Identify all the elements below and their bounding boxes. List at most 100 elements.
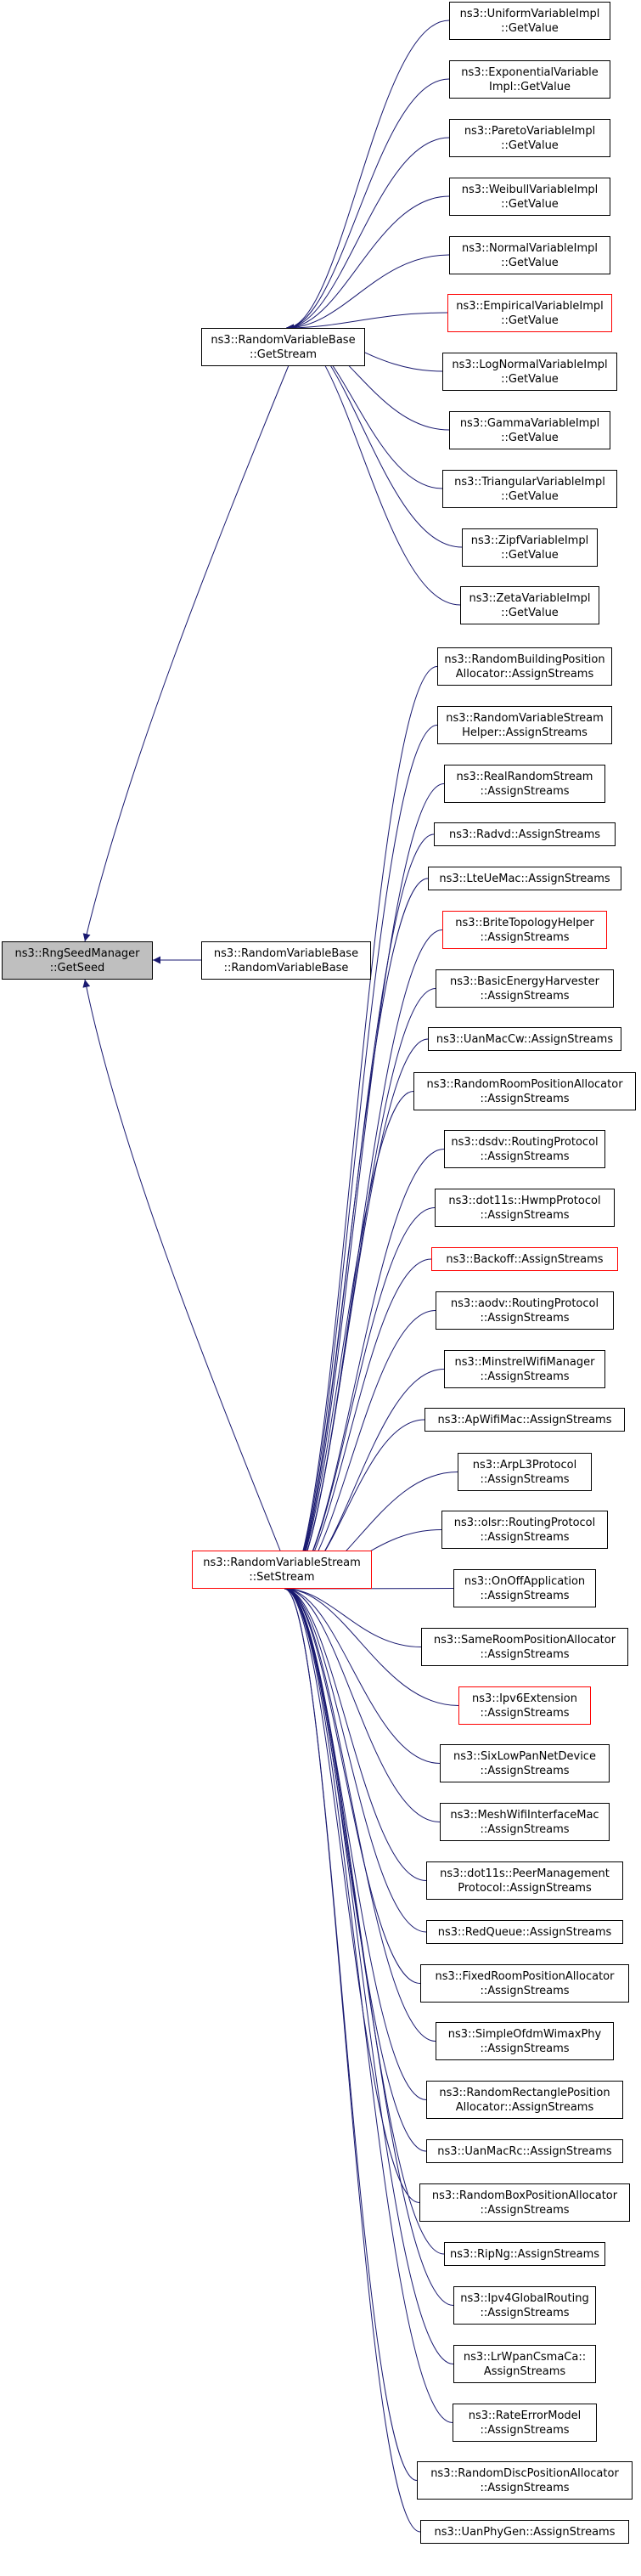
node-onoffapplication-assignstreams[interactable]: ns3::OnOffApplication::AssignStreams [453,1569,596,1607]
node-label-line1: ns3::dot11s::HwmpProtocol [448,1194,601,1207]
node-label-line1: ns3::dot11s::PeerManagement [440,1867,610,1880]
node-randomvariablebase-randomvariablebase[interactable]: ns3::RandomVariableBase::RandomVariableB… [201,941,371,980]
node-dsdv-routingprotocol-assignstreams[interactable]: ns3::dsdv::RoutingProtocol::AssignStream… [444,1130,605,1168]
node-meshwifiinterfacemac-assignstreams[interactable]: ns3::MeshWifiInterfaceMac::AssignStreams [440,1803,610,1841]
node-label-line2: ::GetValue [501,606,559,619]
node-label-line1: ns3::MeshWifiInterfaceMac [450,1808,599,1822]
node-randomroompositionallocator-assignstreams[interactable]: ns3::RandomRoomPositionAllocator::Assign… [413,1072,636,1110]
node-label-line1: ns3::ParetoVariableImpl [464,124,596,138]
node-minstrelwifimanager-assignstreams[interactable]: ns3::MinstrelWifiManager::AssignStreams [444,1350,605,1388]
node-backoff-assignstreams[interactable]: ns3::Backoff::AssignStreams [431,1247,618,1271]
node-label-line1: ns3::TriangularVariableImpl [454,475,605,489]
node-label-line1: ns3::Ipv6Extension [472,1692,577,1705]
node-zipfvariableimpl-getvalue[interactable]: ns3::ZipfVariableImpl::GetValue [462,528,598,567]
node-apwifimac-assignstreams[interactable]: ns3::ApWifiMac::AssignStreams [425,1408,625,1432]
node-lrwpancsmaca-assignstreams[interactable]: ns3::LrWpanCsmaCa::AssignStreams [453,2345,596,2383]
node-ipv6extension-assignstreams[interactable]: ns3::Ipv6Extension::AssignStreams [458,1686,591,1725]
node-label-line1: ns3::RandomVariableStream [446,711,604,725]
node-label-line1: ns3::NormalVariableImpl [461,241,599,255]
node-rateerrormodel-assignstreams[interactable]: ns3::RateErrorModel::AssignStreams [453,2404,597,2442]
node-weibullvariableimpl-getvalue[interactable]: ns3::WeibullVariableImpl::GetValue [449,178,610,216]
node-sameroompositionallocator-assignstreams[interactable]: ns3::SameRoomPositionAllocator::AssignSt… [421,1628,628,1666]
edge-setstream-caller [284,1585,427,2100]
node-randomvariablestream-setstream[interactable]: ns3::RandomVariableStream::SetStream [192,1551,372,1589]
node-label-line1: ns3::RandomVariableBase [211,333,356,347]
node-realrandomstream-assignstreams[interactable]: ns3::RealRandomStream::AssignStreams [444,765,605,803]
node-redqueue-assignstreams[interactable]: ns3::RedQueue::AssignStreams [426,1920,623,1944]
node-uanmaccw-assignstreams[interactable]: ns3::UanMacCw::AssignStreams [428,1027,621,1051]
node-triangularvariableimpl-getvalue[interactable]: ns3::TriangularVariableImpl::GetValue [442,470,617,508]
node-label-line1: ns3::dsdv::RoutingProtocol [451,1135,599,1149]
node-randomvariablebase-getstream[interactable]: ns3::RandomVariableBase::GetStream [201,328,365,366]
node-lognormalvariableimpl-getvalue[interactable]: ns3::LogNormalVariableImpl::GetValue [442,353,617,391]
node-uanmacrc-assignstreams[interactable]: ns3::UanMacRc::AssignStreams [426,2139,623,2163]
node-label-line1: ns3::UniformVariableImpl [459,7,600,20]
node-uniformvariableimpl-getvalue[interactable]: ns3::UniformVariableImpl::GetValue [449,2,610,40]
node-label-line1: ns3::RandomDiscPositionAllocator [430,2466,619,2480]
node-label-line1: ns3::aodv::RoutingProtocol [450,1296,599,1310]
node-label-line1: ns3::UanPhyGen::AssignStreams [434,2525,616,2539]
edge-getstream-caller [285,254,450,332]
node-ripng-assignstreams[interactable]: ns3::RipNg::AssignStreams [444,2242,605,2266]
edge-setstream-caller [284,1585,454,2364]
node-label-line2: ::AssignStreams [480,784,570,798]
node-label-line2: ::RandomVariableBase [223,961,349,974]
node-simpleofdmwimaxphy-assignstreams[interactable]: ns3::SimpleOfdmWimaxPhy::AssignStreams [436,2022,614,2060]
node-label-line1: ns3::GammaVariableImpl [459,416,600,430]
node-label-line2: Allocator::AssignStreams [455,2100,594,2114]
node-basicenergyharvester-assignstreams[interactable]: ns3::BasicEnergyHarvester::AssignStreams [436,969,614,1008]
node-label-line2: ::AssignStreams [480,2306,570,2319]
node-label-line2: ::AssignStreams [480,1822,570,1836]
node-fixedroompositionallocator-assignstreams[interactable]: ns3::FixedRoomPositionAllocator::AssignS… [420,1964,629,2003]
node-label-line1: ns3::ExponentialVariable [461,65,599,79]
node-label-line1: ns3::SameRoomPositionAllocator [433,1633,616,1647]
node-label-line1: ns3::SixLowPanNetDevice [453,1749,596,1763]
node-label-line2: ::AssignStreams [480,930,570,944]
node-arpl3protocol-assignstreams[interactable]: ns3::ArpL3Protocol::AssignStreams [458,1453,592,1491]
node-label-line1: ns3::RipNg::AssignStreams [449,2247,600,2261]
node-gammavariableimpl-getvalue[interactable]: ns3::GammaVariableImpl::GetValue [449,411,610,449]
node-label-line1: ns3::RandomBoxPositionAllocator [431,2189,618,2202]
node-randomboxpositionallocator-assignstreams[interactable]: ns3::RandomBoxPositionAllocator::AssignS… [419,2183,630,2222]
node-label-line1: ns3::WeibullVariableImpl [461,183,599,196]
node-sixlowpannetdevice-assignstreams[interactable]: ns3::SixLowPanNetDevice::AssignStreams [440,1744,610,1782]
node-ipv4globalrouting-assignstreams[interactable]: ns3::Ipv4GlobalRouting::AssignStreams [453,2286,596,2325]
edge-setstream-caller [284,783,445,1593]
node-label-line2: ::GetStream [250,347,317,361]
node-paretovariableimpl-getvalue[interactable]: ns3::ParetoVariableImpl::GetValue [449,119,610,157]
node-normalvariableimpl-getvalue[interactable]: ns3::NormalVariableImpl::GetValue [449,236,610,274]
edge-getstream-caller [285,312,448,332]
edge-setstream-caller [284,1585,422,1647]
edge-setstream-caller [284,1585,418,2481]
edge-setstream-caller [284,1585,441,1764]
node-empiricalvariableimpl-getvalue[interactable]: ns3::EmpiricalVariableImpl::GetValue [447,294,612,332]
node-zetavariableimpl-getvalue[interactable]: ns3::ZetaVariableImpl::GetValue [460,586,599,624]
node-aodv-routingprotocol-assignstreams[interactable]: ns3::aodv::RoutingProtocol::AssignStream… [436,1291,614,1330]
node-label-line2: ::AssignStreams [480,1647,570,1661]
node-dot11s-hwmpprotocol-assignstreams[interactable]: ns3::dot11s::HwmpProtocol::AssignStreams [435,1189,615,1227]
node-label-line2: ::AssignStreams [480,1472,570,1486]
edge-setstream-caller [284,725,438,1593]
node-radvd-assignstreams[interactable]: ns3::Radvd::AssignStreams [434,822,616,846]
node-label-line2: ::GetValue [501,431,559,444]
node-label-line2: ::AssignStreams [480,1764,570,1777]
node-label-line1: ns3::Radvd::AssignStreams [448,828,601,841]
node-label-line2: Helper::AssignStreams [462,726,588,739]
node-label-line1: ns3::FixedRoomPositionAllocator [435,1969,615,1983]
node-olsr-routingprotocol-assignstreams[interactable]: ns3::olsr::RoutingProtocol::AssignStream… [441,1511,608,1549]
edge-getstream-caller [285,137,450,332]
node-label-line2: ::AssignStreams [480,2203,570,2217]
node-lteuemac-assignstreams[interactable]: ns3::LteUeMac::AssignStreams [428,867,621,890]
node-britetopologyhelper-assignstreams[interactable]: ns3::BriteTopologyHelper::AssignStreams [442,911,607,949]
node-uanphygen-assignstreams[interactable]: ns3::UanPhyGen::AssignStreams [420,2520,629,2544]
node-label-line1: ns3::BriteTopologyHelper [455,916,594,929]
edge-getstream-caller [285,195,450,332]
edge-setstream-caller [284,1585,427,2152]
node-randomdiscpositionallocator-assignstreams[interactable]: ns3::RandomDiscPositionAllocator::Assign… [417,2461,633,2500]
